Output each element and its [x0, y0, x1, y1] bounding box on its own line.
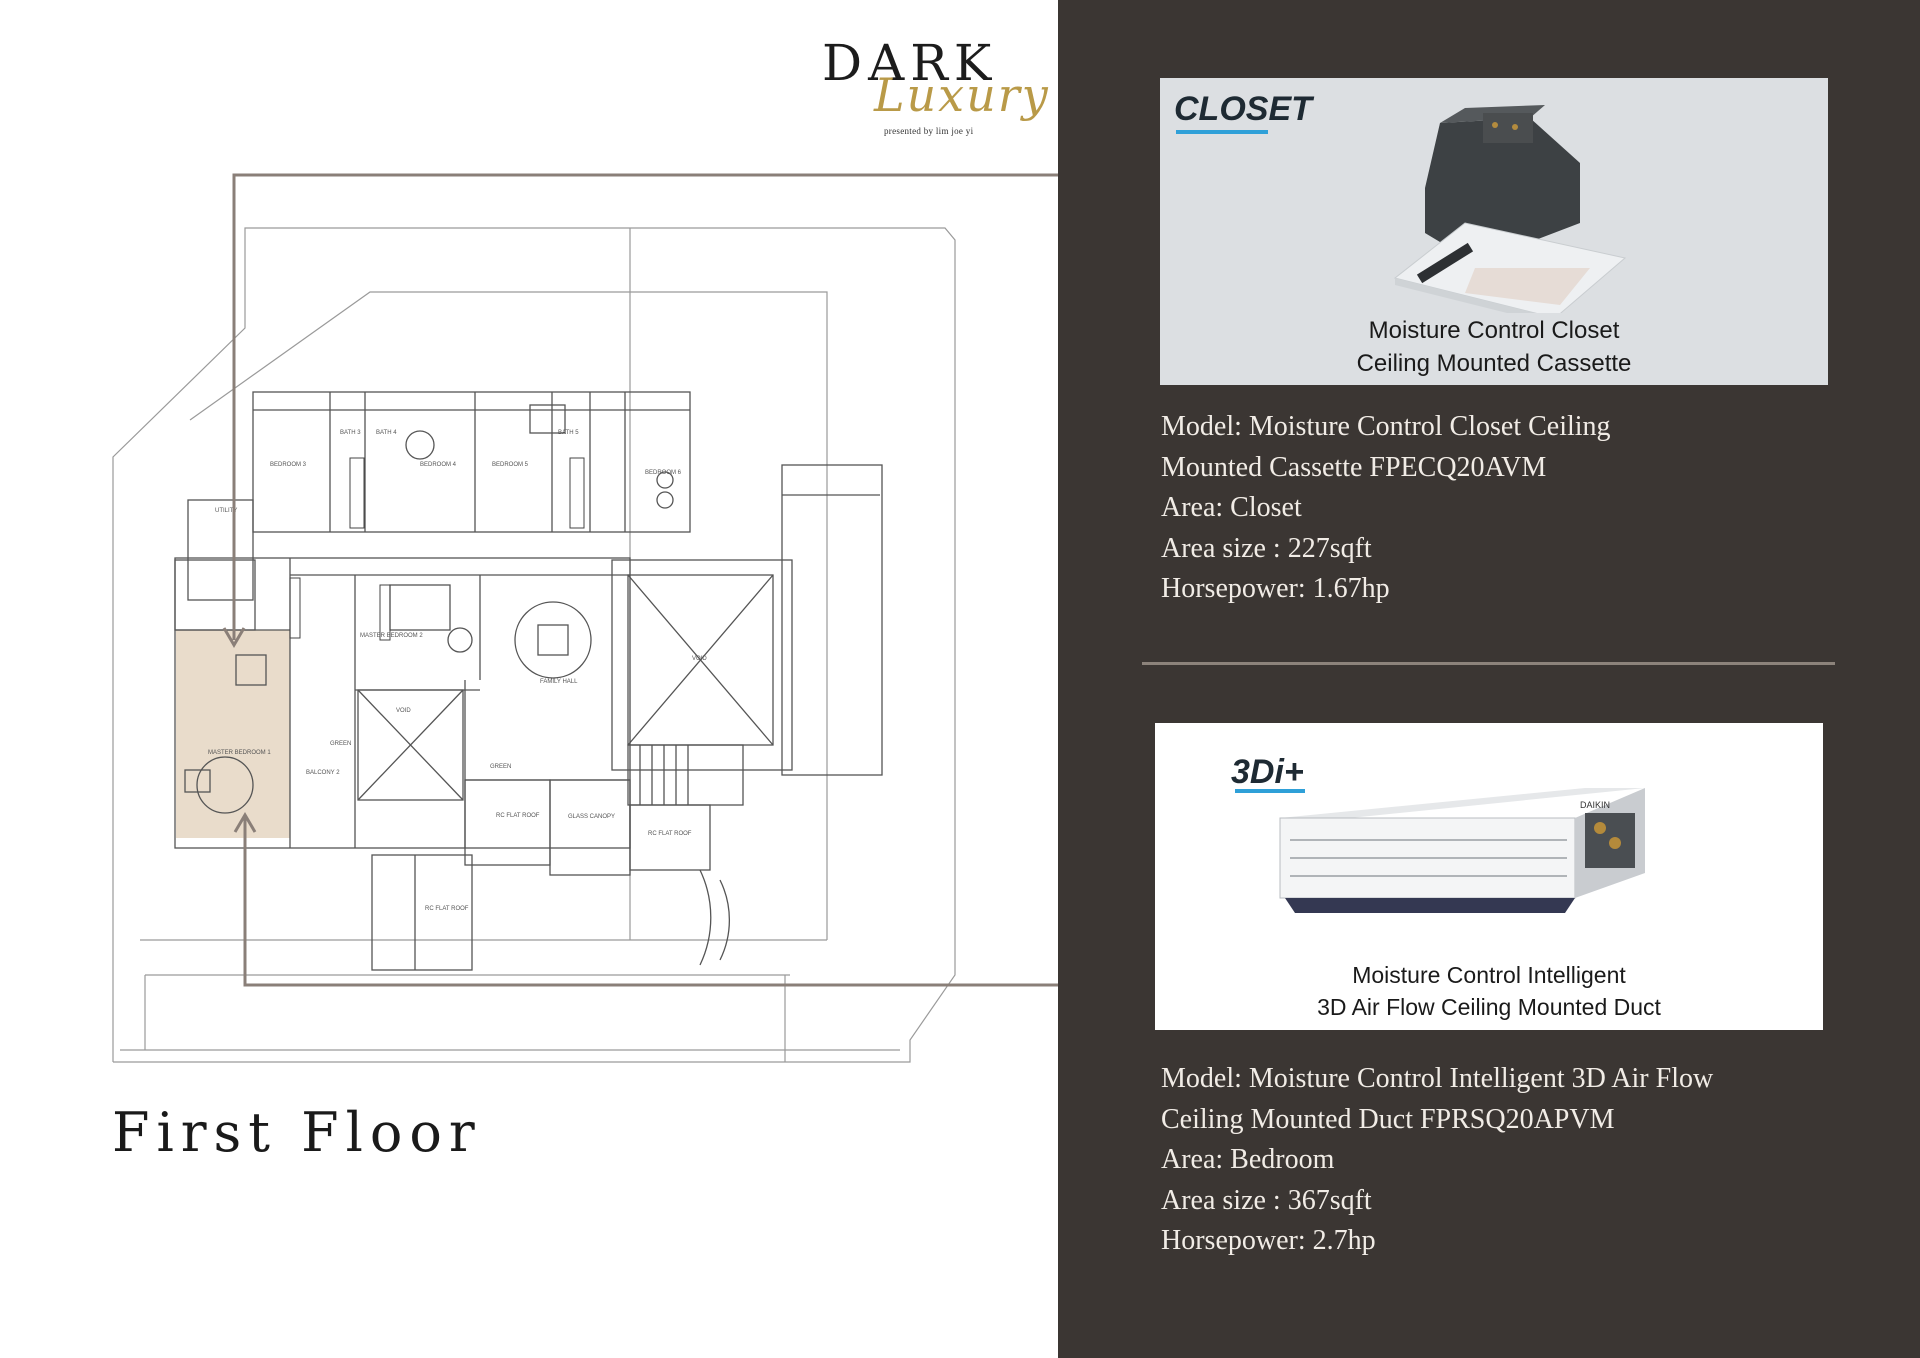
closet-spec-line: Horsepower: 1.67hp: [1161, 573, 1390, 604]
svg-text:BALCONY 2: BALCONY 2: [306, 770, 340, 776]
duct-spec-line: Area: Bedroom: [1161, 1144, 1335, 1175]
brand-underline: [1176, 130, 1268, 134]
product-card-duct: 3Di+ DAIKIN Moisture Control Intelligent…: [1155, 723, 1823, 1030]
logo-word-luxury: Luxury: [874, 68, 1050, 122]
svg-text:GREEN: GREEN: [330, 741, 351, 747]
duct-spec-line: Ceiling Mounted Duct FPRSQ20APVM: [1161, 1103, 1615, 1135]
closet-caption-line-2: Ceiling Mounted Cassette: [1356, 350, 1632, 377]
closet-spec-line: Area size : 227sqft: [1161, 532, 1372, 564]
brand-logo: DARK Luxury presented by lim joe yi: [822, 34, 1048, 136]
svg-text:BATH 4: BATH 4: [376, 430, 397, 436]
closet-spec-line: Area: Closet: [1161, 492, 1302, 523]
duct-spec-line: Model: Moisture Control Intelligent 3D A…: [1161, 1063, 1714, 1094]
svg-text:GLASS CANOPY: GLASS CANOPY: [568, 814, 615, 820]
duct-caption: Moisture Control Intelligent 3D Air Flow…: [1155, 959, 1823, 1023]
3di-brand-logo: 3Di+: [1231, 753, 1304, 791]
closet-spec-line: Model: Moisture Control Closet Ceiling: [1161, 411, 1611, 442]
floor-plan-drawing: BEDROOM 3 BATH 3 BATH 4 BEDROOM 4 BEDROO…: [112, 173, 1058, 1063]
closet-spec-line: Mounted Cassette FPECQ20AVM: [1161, 451, 1547, 483]
svg-text:UTILITY: UTILITY: [215, 508, 237, 514]
svg-text:BATH 5: BATH 5: [558, 430, 579, 436]
svg-text:VOID: VOID: [396, 708, 411, 714]
svg-text:VOID: VOID: [692, 656, 707, 662]
product-card-closet: CLOSET Moisture Control Closet Ceiling M…: [1160, 78, 1828, 385]
closet-spec-list: Model: Moisture Control Closet Ceiling M…: [1161, 407, 1611, 610]
closet-caption: Moisture Control Closet Ceiling Mounted …: [1160, 314, 1828, 380]
svg-text:MASTER BEDROOM 1: MASTER BEDROOM 1: [208, 750, 271, 756]
closet-caption-line-1: Moisture Control Closet: [1368, 317, 1620, 344]
duct-spec-line: Area size : 367sqft: [1161, 1184, 1372, 1216]
svg-text:BEDROOM 4: BEDROOM 4: [420, 462, 457, 468]
duct-unit-image: DAIKIN: [1279, 788, 1645, 913]
svg-text:BEDROOM 3: BEDROOM 3: [270, 462, 307, 468]
brand-underline: [1235, 789, 1305, 793]
daikin-label: DAIKIN: [1580, 800, 1610, 810]
floor-title: First Floor: [112, 1101, 482, 1164]
svg-text:BATH 3: BATH 3: [340, 430, 361, 436]
duct-caption-line-2: 3D Air Flow Ceiling Mounted Duct: [1317, 994, 1661, 1020]
svg-text:RC FLAT ROOF: RC FLAT ROOF: [425, 906, 469, 912]
closet-brand-logo: CLOSET: [1174, 90, 1312, 128]
duct-spec-line: Horsepower: 2.7hp: [1161, 1225, 1376, 1256]
logo-word-dark: DARK: [822, 34, 998, 92]
duct-spec-list: Model: Moisture Control Intelligent 3D A…: [1161, 1059, 1713, 1262]
svg-text:RC FLAT ROOF: RC FLAT ROOF: [648, 831, 692, 837]
duct-caption-line-1: Moisture Control Intelligent: [1352, 962, 1626, 988]
svg-text:GREEN: GREEN: [490, 764, 511, 770]
cassette-unit-image: [1393, 105, 1627, 313]
logo-tagline: presented by lim joe yi: [884, 126, 974, 136]
svg-text:RC FLAT ROOF: RC FLAT ROOF: [496, 813, 540, 819]
svg-text:MASTER BEDROOM 2: MASTER BEDROOM 2: [360, 633, 423, 639]
svg-text:FAMILY HALL: FAMILY HALL: [540, 679, 578, 685]
svg-text:BEDROOM 5: BEDROOM 5: [492, 462, 529, 468]
section-divider: [1142, 662, 1835, 665]
svg-text:BEDROOM 6: BEDROOM 6: [645, 470, 682, 476]
